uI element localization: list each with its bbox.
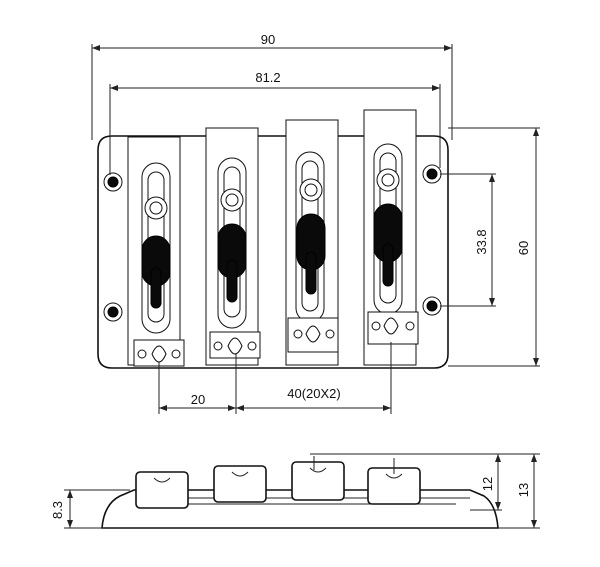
saddle-2 bbox=[209, 157, 261, 359]
dim-string-spacing-label: 40(20X2) bbox=[287, 386, 340, 401]
dim-string-spacing: 40(20X2) bbox=[236, 342, 392, 414]
dim-saddle-height: 12 bbox=[310, 453, 502, 511]
dim-height-total: 60 bbox=[448, 127, 540, 367]
dim-string-offset-label: 20 bbox=[191, 392, 205, 407]
dim-base-height-label: 8.3 bbox=[50, 501, 65, 519]
dim-overall-height-label: 13 bbox=[516, 483, 531, 497]
dim-saddle-height-label: 12 bbox=[480, 477, 495, 491]
saddle-4 bbox=[367, 143, 419, 345]
dim-mount-hole-spacing: 33.8 bbox=[440, 173, 496, 307]
dim-total-width: 90 bbox=[91, 32, 453, 140]
base-plate bbox=[97, 135, 449, 369]
side-saddle-2 bbox=[213, 465, 267, 503]
dim-overall-height: 13 bbox=[498, 453, 540, 529]
side-saddle-3 bbox=[291, 456, 345, 501]
dim-base-height: 8.3 bbox=[50, 489, 130, 529]
side-saddle-1 bbox=[135, 471, 189, 509]
saddle-3 bbox=[287, 151, 339, 353]
bridge-side-view bbox=[101, 456, 499, 529]
dim-hole-spacing: 81.2 bbox=[109, 70, 441, 175]
dim-string-offset: 20 bbox=[158, 354, 237, 414]
dim-height-total-label: 60 bbox=[516, 241, 531, 255]
dim-total-width-label: 90 bbox=[261, 32, 275, 47]
side-saddle-4 bbox=[367, 458, 421, 505]
bridge-top-view bbox=[97, 109, 449, 369]
saddle-1 bbox=[133, 162, 185, 367]
dim-hole-spacing-label: 81.2 bbox=[255, 70, 280, 85]
dim-mount-hole-spacing-label: 33.8 bbox=[474, 229, 489, 254]
